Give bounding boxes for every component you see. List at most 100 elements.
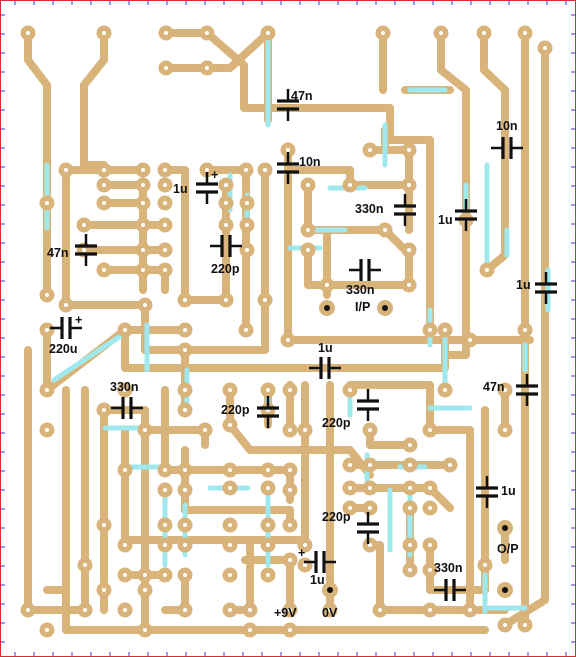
pad-hole: [228, 573, 232, 577]
copper-track: [437, 29, 470, 359]
pad-hole: [266, 486, 270, 490]
pad-hole: [183, 608, 187, 612]
label-ip: I/P: [355, 300, 370, 314]
capacitor-symbol: [455, 199, 477, 231]
pad-hole: [348, 388, 352, 392]
pad-hole: [163, 248, 167, 252]
pad-hole: [228, 468, 232, 472]
label-47n-left: 47n: [47, 246, 69, 260]
pad-hole: [468, 338, 472, 342]
pad-hole: [102, 268, 106, 272]
capacitor-symbol: [277, 89, 299, 121]
pad-hole: [286, 338, 290, 342]
copper-track: [100, 266, 169, 294]
pad-hole: [428, 506, 432, 510]
copper-track: [501, 44, 549, 629]
pad-hole: [228, 486, 232, 490]
pad-hole: [245, 248, 249, 252]
pad-hole: [224, 183, 228, 187]
pad-hole: [228, 608, 232, 612]
pad-hole: [123, 468, 127, 472]
pad-hole: [306, 183, 310, 187]
pad-hole: [408, 486, 412, 490]
pad-hole: [543, 46, 547, 50]
pad-hole: [183, 523, 187, 527]
capacitor-symbol: [50, 317, 82, 339]
pad-hole: [523, 623, 527, 627]
pad-hole: [141, 223, 145, 227]
capacitor-symbol: [434, 579, 466, 601]
label-10n-mid: 10n: [299, 155, 321, 169]
pad-hole: [205, 168, 209, 172]
pad-hole: [443, 328, 447, 332]
label-220p-center: 220p: [221, 403, 250, 417]
pad-hole: [224, 223, 228, 227]
pad-hole: [143, 588, 147, 592]
label-plus-2: +: [75, 313, 82, 327]
label-0v: 0V: [322, 606, 338, 620]
pad-hole: [163, 543, 167, 547]
pad-hole: [368, 506, 372, 510]
label-330n-mid: 330n: [355, 202, 384, 216]
pad-hole: [288, 428, 292, 432]
io-pad-hole: [324, 305, 330, 311]
capacitor-symbol: [394, 194, 416, 226]
pad-hole: [163, 573, 167, 577]
pad-hole: [348, 506, 352, 510]
pad-hole: [205, 66, 209, 70]
copper-track: [80, 29, 108, 169]
pad-hole: [468, 608, 472, 612]
pad-hole: [288, 468, 292, 472]
pad-hole: [482, 31, 486, 35]
label-330n-left: 330n: [110, 380, 139, 394]
pad-hole: [368, 148, 372, 152]
pad-hole: [45, 328, 49, 332]
pad-hole: [45, 428, 49, 432]
pad-hole: [45, 293, 49, 297]
label-1u-center: 1u: [318, 341, 333, 355]
pad-hole: [224, 298, 228, 302]
label-220p-bottom: 220p: [322, 510, 351, 524]
label-1u-top-left: 1u: [173, 182, 188, 196]
pad-hole: [303, 563, 307, 567]
pad-hole: [45, 201, 49, 205]
pad-hole: [407, 248, 411, 252]
pad-hole: [428, 543, 432, 547]
pad-hole: [64, 303, 68, 307]
pad-hole: [428, 568, 432, 572]
capacitor-symbol: [111, 397, 143, 419]
label-1u-far-right: 1u: [516, 278, 531, 292]
pad-hole: [102, 168, 106, 172]
pad-hole: [164, 66, 168, 70]
capacitor-symbol: [476, 476, 498, 508]
label-47n-right: 47n: [483, 380, 505, 394]
pad-hole: [102, 588, 106, 592]
pad-hole: [123, 388, 127, 392]
pad-hole: [102, 201, 106, 205]
capacitor-symbol: [349, 259, 381, 281]
pad-hole: [163, 268, 167, 272]
pad-hole: [183, 543, 187, 547]
pad-hole: [163, 488, 167, 492]
copper-track: [426, 541, 489, 594]
capacitor-symbol: [210, 235, 242, 257]
pad-hole: [428, 608, 432, 612]
copper-track: [24, 346, 89, 614]
pad-hole: [288, 608, 292, 612]
copper-track: [121, 426, 309, 544]
pad-hole: [263, 168, 267, 172]
pad-hole: [408, 443, 412, 447]
label-10n-right: 10n: [496, 119, 518, 133]
pad-hole: [141, 201, 145, 205]
label-plus-1: +: [211, 168, 218, 182]
pad-hole: [286, 148, 290, 152]
pad-hole: [45, 388, 49, 392]
pad-hole: [83, 608, 87, 612]
copper-track: [366, 146, 413, 234]
pad-hole: [183, 573, 187, 577]
pad-hole: [383, 228, 387, 232]
copper-track: [304, 246, 413, 289]
pad-hole: [408, 506, 412, 510]
pad-hole: [408, 463, 412, 467]
